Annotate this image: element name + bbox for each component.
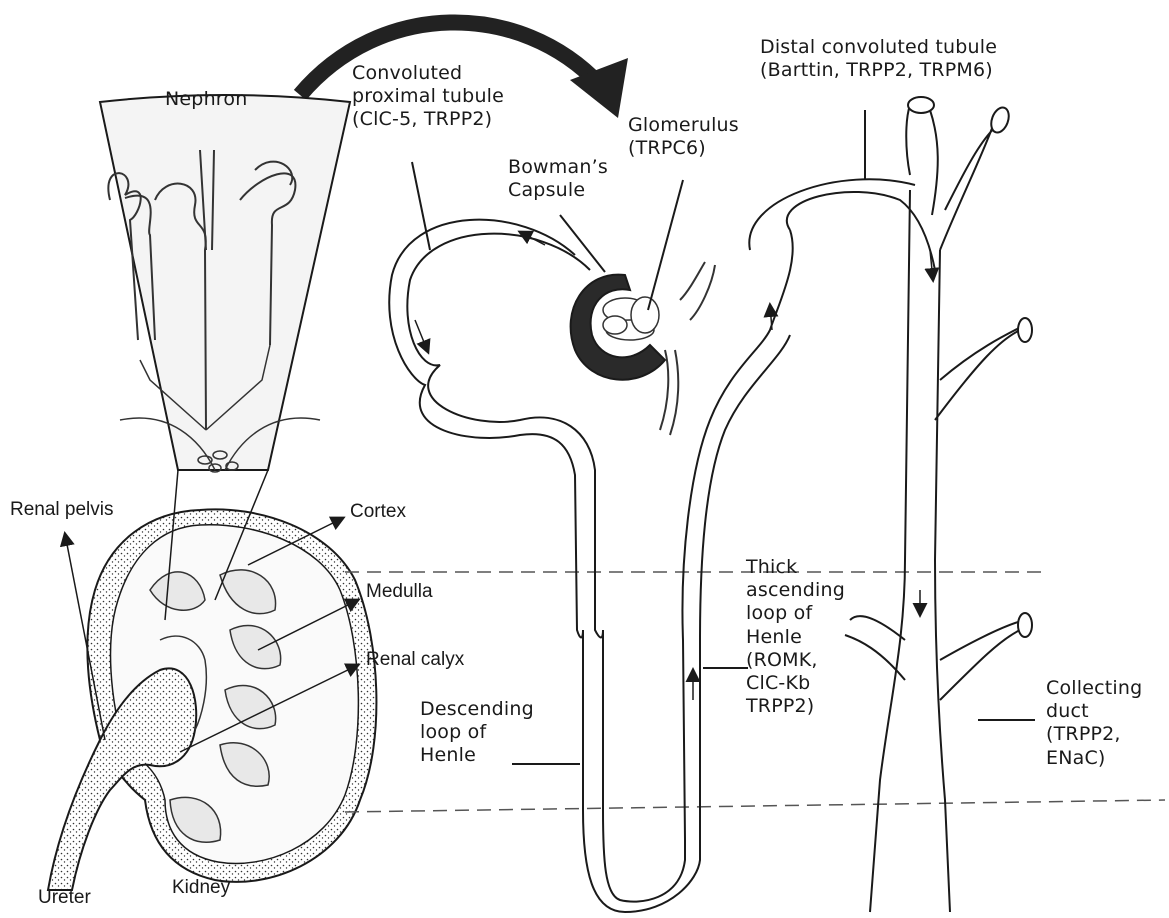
- renal-calyx-label: Renal calyx: [366, 648, 464, 671]
- descending-loop-label: Descending loop of Henle: [420, 698, 534, 768]
- ureter-label: Ureter: [38, 886, 91, 909]
- cortex-label: Cortex: [350, 500, 406, 523]
- medulla-boundary: [345, 800, 1165, 812]
- proximal-leader: [412, 162, 430, 250]
- distal-tubule: [749, 179, 935, 270]
- medulla-label: Medulla: [366, 580, 433, 603]
- thick-ascending-label: Thick ascending loop of Henle (ROMK, ClC…: [746, 556, 845, 718]
- renal-pelvis-label: Renal pelvis: [10, 498, 114, 521]
- collecting-system: [749, 97, 1032, 912]
- collecting-duct-label: Collecting duct (TRPP2, ENaC): [1046, 677, 1142, 770]
- distal-tubule-label: Distal convoluted tubule (Barttin, TRPP2…: [760, 36, 997, 82]
- bowmans-capsule-label: Bowman’s Capsule: [508, 156, 608, 202]
- kidney-label: Kidney: [172, 876, 230, 899]
- proximal-tubule-label: Convoluted proximal tubule (ClC-5, TRPP2…: [352, 62, 504, 132]
- nephron-label: Nephron: [165, 88, 247, 111]
- nephron-inset: [100, 95, 350, 472]
- glomerulus-label: Glomerulus (TRPC6): [628, 114, 739, 160]
- glomerulus-leader: [648, 180, 683, 310]
